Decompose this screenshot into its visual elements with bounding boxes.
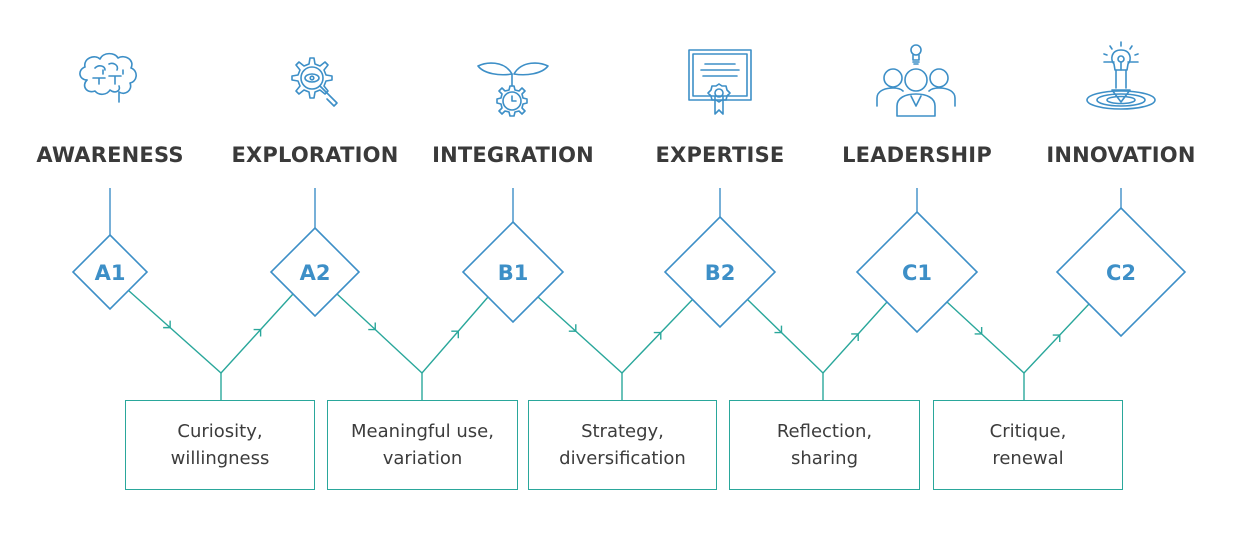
level-diamond (461, 220, 565, 324)
arrowhead (163, 320, 171, 329)
level-label: A1 (95, 261, 126, 285)
transition-line-1: Meaningful use, (351, 421, 494, 442)
level-diamond (663, 215, 777, 329)
arrowhead (653, 331, 662, 340)
stage-title-integration: INTEGRATION (432, 143, 594, 167)
arrowhead (774, 325, 783, 334)
stage-title-awareness: AWARENESS (36, 143, 184, 167)
stage-title-leadership: LEADERSHIP (842, 143, 992, 167)
level-diamond (71, 233, 149, 311)
transition-box-b1-b2: Strategy, diversification (528, 400, 717, 490)
level-diamond (855, 210, 979, 334)
transition-line-2: willingness (170, 448, 270, 469)
transition-line-2: renewal (992, 448, 1064, 469)
stage-title-expertise: EXPERTISE (655, 143, 785, 167)
transition-box-a2-b1: Meaningful use, variation (327, 400, 518, 490)
lightbulb-target-icon (1076, 40, 1166, 132)
transition-box-a1-a2: Curiosity, willingness (125, 400, 315, 490)
arrowhead (451, 330, 459, 339)
connector-line (128, 289, 294, 374)
level-label: A2 (300, 261, 331, 285)
transition-line-1: Reflection, (776, 421, 873, 442)
connector-line (747, 298, 888, 375)
arrowhead (568, 324, 577, 332)
transition-box-c1-c2: Critique, renewal (933, 400, 1123, 490)
arrowhead (851, 333, 859, 341)
transition-line-2: variation (382, 448, 463, 469)
arrowhead (253, 328, 262, 337)
stage-title-exploration: EXPLORATION (231, 143, 399, 167)
level-label: B1 (498, 261, 529, 285)
connector-line (537, 296, 694, 374)
transition-line-2: sharing (790, 448, 859, 469)
level-label: B2 (705, 261, 736, 285)
transition-line-1: Curiosity, (177, 421, 263, 442)
arrowhead (1052, 334, 1061, 343)
transition-box-b2-c1: Reflection, sharing (729, 400, 920, 490)
level-diamond (1055, 206, 1187, 338)
sprout-gear-icon (468, 40, 558, 132)
transition-line-1: Strategy, (581, 421, 664, 442)
connector-line (336, 293, 489, 375)
level-diamond (269, 226, 361, 318)
stage-title-innovation: INNOVATION (1046, 143, 1196, 167)
level-label: C2 (1106, 261, 1136, 285)
group-lightbulb-icon (871, 40, 961, 132)
connector-line (946, 301, 1090, 374)
certificate-icon (675, 40, 765, 132)
brain-icon (65, 40, 155, 132)
arrowhead (974, 326, 983, 335)
level-label: C1 (902, 261, 932, 285)
gear-magnifier-icon (270, 40, 360, 132)
transition-line-2: diversification (559, 448, 686, 469)
transition-line-1: Critique, (989, 421, 1067, 442)
arrowhead (368, 322, 376, 331)
